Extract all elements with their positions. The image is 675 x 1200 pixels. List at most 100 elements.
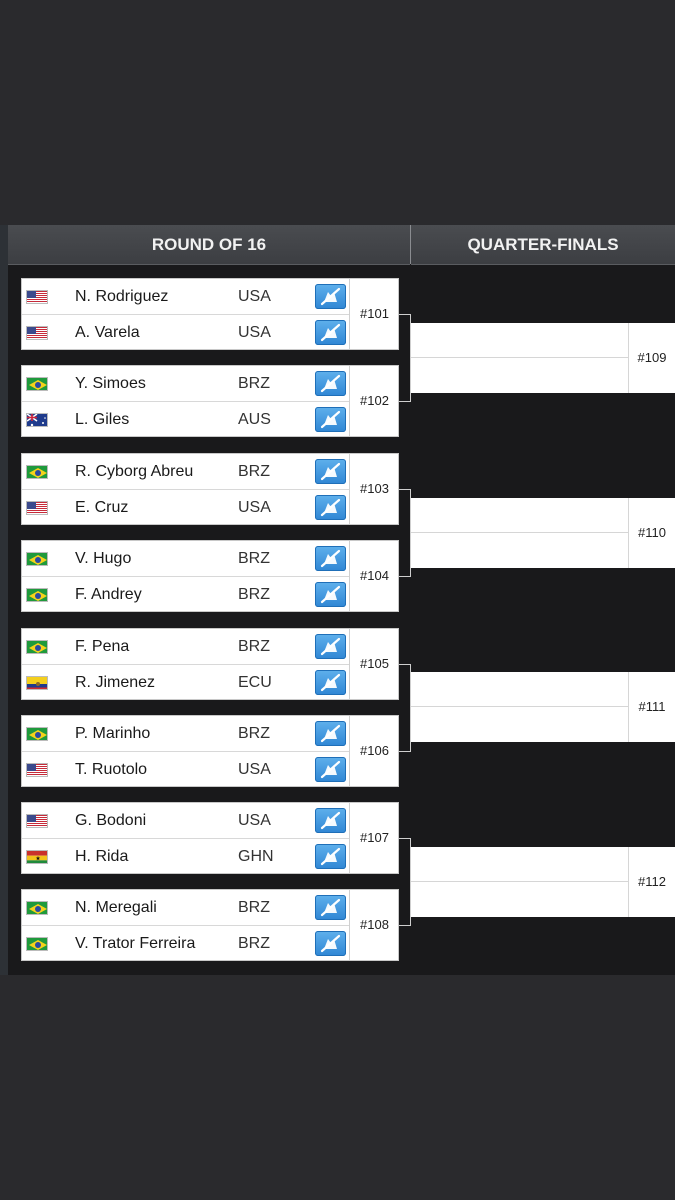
fighter-country: USA xyxy=(238,812,271,829)
ecuador-flag-icon xyxy=(26,676,48,690)
quarterfinal-slot[interactable]: #110 xyxy=(411,498,675,568)
no-video-button[interactable] xyxy=(315,895,346,920)
fighter-row: F. Pena BRZ xyxy=(22,629,350,665)
no-video-button[interactable] xyxy=(315,284,346,309)
fighter-name: L. Giles xyxy=(75,411,130,428)
bracket-connector xyxy=(399,314,411,315)
no-video-button[interactable] xyxy=(315,808,346,833)
fighter-row: V. Trator Ferreira BRZ xyxy=(22,926,350,961)
bracket-connector xyxy=(410,489,411,577)
fighter-name: V. Trator Ferreira xyxy=(75,935,196,952)
video-off-icon xyxy=(315,721,346,746)
video-off-icon xyxy=(315,757,346,782)
header-divider xyxy=(410,225,411,264)
match-number: #105 xyxy=(360,656,389,671)
no-video-button[interactable] xyxy=(315,670,346,695)
bracket-connector xyxy=(399,489,411,490)
fighter-name: N. Rodriguez xyxy=(75,288,169,305)
fighter-name: F. Pena xyxy=(75,638,130,655)
match-number: #104 xyxy=(360,568,389,583)
quarterfinal-slot[interactable]: #112 xyxy=(411,847,675,917)
fighter-country: GHN xyxy=(238,848,274,865)
no-video-button[interactable] xyxy=(315,320,346,345)
no-video-button[interactable] xyxy=(315,407,346,432)
fighter-country: USA xyxy=(238,288,271,305)
match-number: #102 xyxy=(360,393,389,408)
no-video-button[interactable] xyxy=(315,757,346,782)
match-divider xyxy=(349,366,350,436)
brazil-flag-icon xyxy=(26,465,48,479)
quarterfinal-slot[interactable]: #111 xyxy=(411,672,675,742)
match-number: #101 xyxy=(360,306,389,321)
video-off-icon xyxy=(315,670,346,695)
match-divider xyxy=(349,279,350,349)
fighter-country: USA xyxy=(238,761,271,778)
bracket-connector xyxy=(399,838,411,839)
slot-number-divider xyxy=(628,498,629,568)
fighter-name: E. Cruz xyxy=(75,499,129,516)
no-video-button[interactable] xyxy=(315,546,346,571)
fighter-name: R. Cyborg Abreu xyxy=(75,463,194,480)
no-video-button[interactable] xyxy=(315,634,346,659)
fighter-country: BRZ xyxy=(238,550,270,567)
bracket-connector xyxy=(410,838,411,926)
fighter-country: ECU xyxy=(238,674,272,691)
video-off-icon xyxy=(315,931,346,956)
slot-divider xyxy=(411,706,629,707)
no-video-button[interactable] xyxy=(315,844,346,869)
video-off-icon xyxy=(315,407,346,432)
slot-divider xyxy=(411,532,629,533)
no-video-button[interactable] xyxy=(315,582,346,607)
slot-divider xyxy=(411,881,629,882)
video-off-icon xyxy=(315,895,346,920)
fighter-name: Y. Simoes xyxy=(75,375,146,392)
bracket-connector xyxy=(399,401,411,402)
bracket-connector xyxy=(399,751,411,752)
video-off-icon xyxy=(315,495,346,520)
match-number: #110 xyxy=(638,525,666,540)
fighter-row: N. Rodriguez USA xyxy=(22,279,350,315)
match-divider xyxy=(349,541,350,611)
no-video-button[interactable] xyxy=(315,931,346,956)
round-of-16-header: ROUND OF 16 xyxy=(8,225,410,265)
fighter-country: BRZ xyxy=(238,935,270,952)
fighter-country: BRZ xyxy=(238,638,270,655)
match-number: #106 xyxy=(360,743,389,758)
usa-flag-icon xyxy=(26,290,48,304)
match-divider xyxy=(349,454,350,524)
fighter-name: T. Ruotolo xyxy=(75,761,148,778)
brazil-flag-icon xyxy=(26,937,48,951)
quarter-finals-header: QUARTER-FINALS xyxy=(411,225,675,265)
video-off-icon xyxy=(315,546,346,571)
quarterfinal-slot[interactable]: #109 xyxy=(411,323,675,393)
match-card[interactable]: N. Rodriguez USA A. Varela USA #101 xyxy=(21,278,399,350)
no-video-button[interactable] xyxy=(315,459,346,484)
no-video-button[interactable] xyxy=(315,495,346,520)
fighter-name: A. Varela xyxy=(75,324,140,341)
brazil-flag-icon xyxy=(26,588,48,602)
video-off-icon xyxy=(315,320,346,345)
usa-flag-icon xyxy=(26,326,48,340)
no-video-button[interactable] xyxy=(315,721,346,746)
video-off-icon xyxy=(315,808,346,833)
no-video-button[interactable] xyxy=(315,371,346,396)
fighter-country: BRZ xyxy=(238,725,270,742)
match-divider xyxy=(349,716,350,786)
match-divider xyxy=(349,629,350,699)
fighter-name: N. Meregali xyxy=(75,899,157,916)
